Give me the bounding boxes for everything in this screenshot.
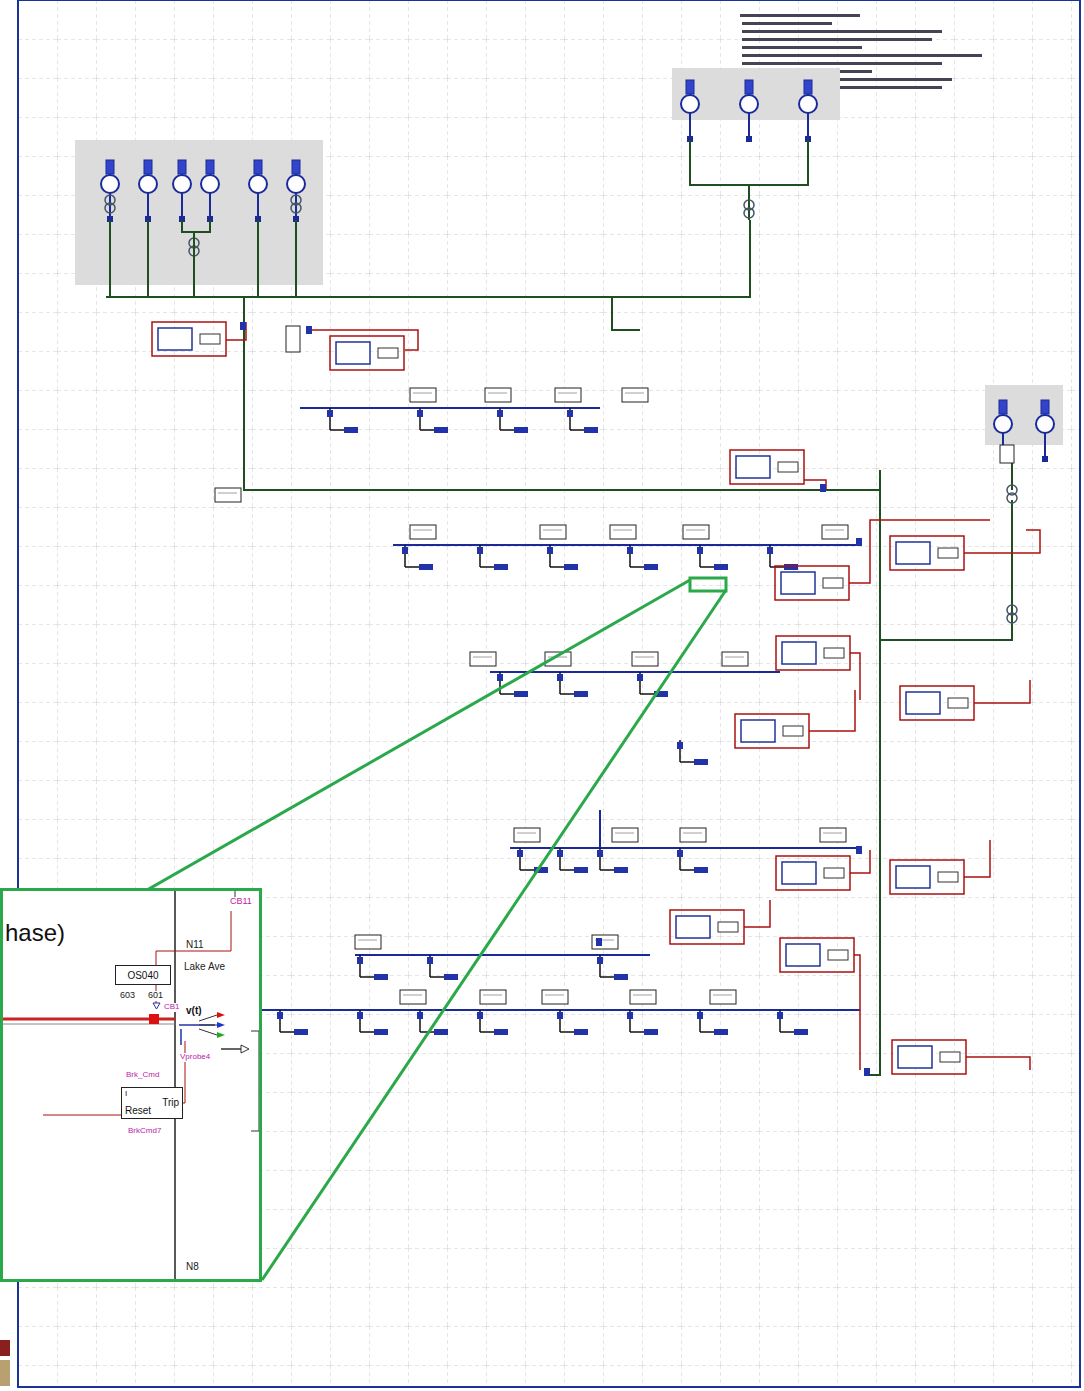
switch-id: OS040 — [127, 970, 158, 981]
logic-port: I — [125, 1090, 127, 1099]
node-name: N11 — [185, 939, 205, 950]
probe-name: Vprobe4 — [179, 1053, 211, 1062]
logic-port: Trip — [162, 1097, 179, 1108]
inset-heading: hase) — [5, 920, 65, 946]
pin-number: 601 — [147, 991, 164, 1001]
breaker-tag: CB1 — [163, 1003, 181, 1012]
node-name: N8 — [185, 1261, 200, 1272]
location-name: Lake Ave — [183, 961, 226, 972]
logic-port: Reset — [125, 1105, 151, 1116]
zoom-inset: OS040I Reset Trip hase) CB11N11Lake Ave 603 60… — [0, 888, 262, 1282]
pin-number: 603 — [119, 991, 136, 1001]
signal-name: BrkCmd7 — [127, 1127, 162, 1136]
breaker-logic-box: I Reset Trip — [121, 1087, 183, 1119]
breaker-tag: CB11 — [229, 897, 253, 907]
meter-label: v(t) — [185, 1005, 203, 1016]
signal-name: Brk_Cmd — [125, 1071, 160, 1080]
switch-box: OS040 — [115, 965, 171, 985]
